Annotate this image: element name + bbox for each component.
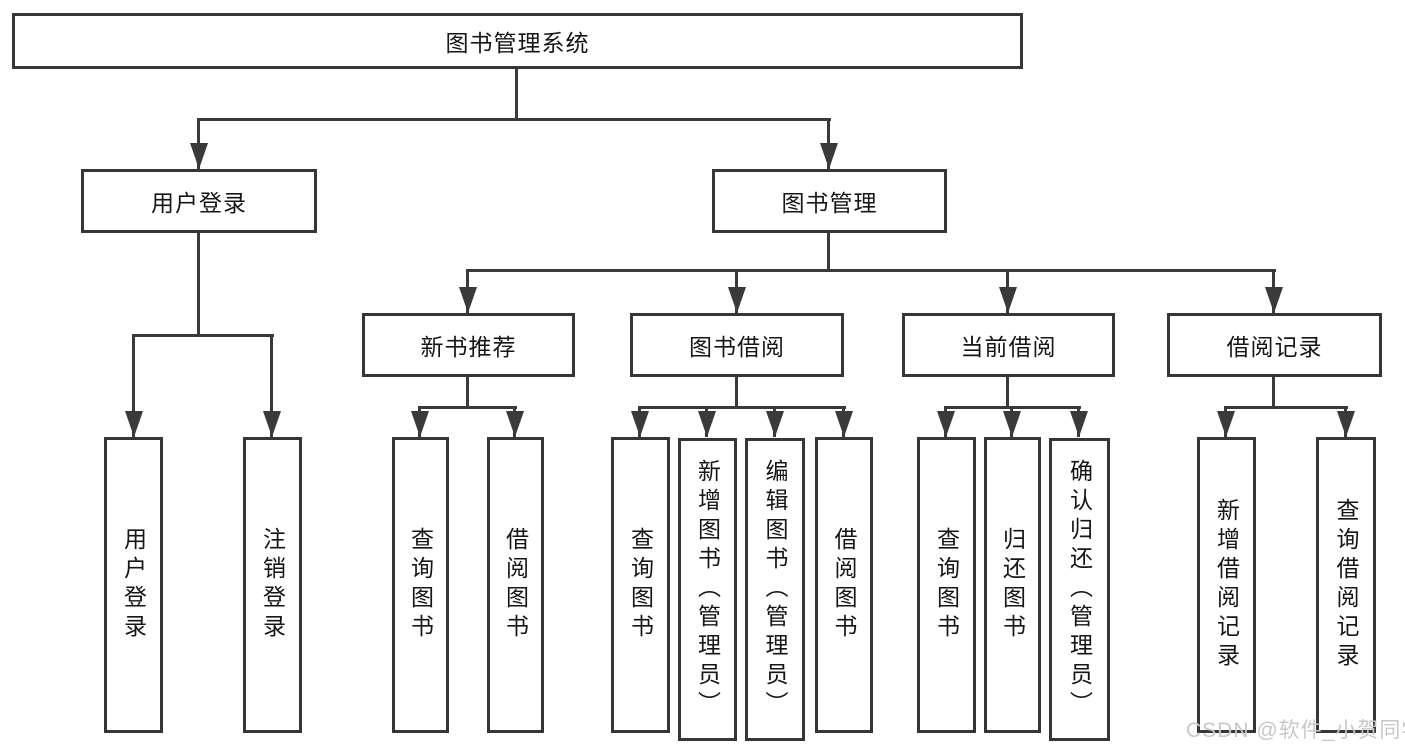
arrow-down-icon xyxy=(1003,411,1021,437)
leaf-confirm-return-admin: 确认归还（管理员） xyxy=(1049,438,1110,741)
leaf-query-books-current: 查询图书 xyxy=(917,437,976,733)
node-book-borrow: 图书借阅 xyxy=(630,313,844,377)
connector-line-h xyxy=(466,269,1276,272)
arrow-down-icon xyxy=(1337,411,1355,437)
connector-line-v xyxy=(132,336,135,437)
leaf-logout: 注销登录 xyxy=(243,437,302,733)
connector-line-v xyxy=(515,68,518,121)
leaf-borrow-books-recommend: 借阅图书 xyxy=(487,437,544,733)
connector-line-v xyxy=(1272,377,1275,408)
arrow-down-icon xyxy=(631,411,649,437)
arrow-down-icon xyxy=(506,411,524,437)
connector-line-h xyxy=(132,334,274,337)
connector-line-v xyxy=(1006,377,1009,408)
csdn-watermark: CSDN @软件_小贺同学 xyxy=(1186,719,1405,742)
leaf-add-borrow-record: 新增借阅记录 xyxy=(1197,437,1256,733)
arrow-down-icon xyxy=(459,287,477,313)
leaf-query-books-recommend: 查询图书 xyxy=(392,437,449,733)
arrow-down-icon xyxy=(937,411,955,437)
arrow-down-icon xyxy=(1070,411,1088,437)
arrow-down-icon xyxy=(728,287,746,313)
leaf-add-books-admin: 新增图书（管理员） xyxy=(678,438,737,741)
connector-line-v xyxy=(827,233,830,271)
connector-line-h xyxy=(197,118,831,121)
leaf-borrow-books-borrow: 借阅图书 xyxy=(815,437,873,733)
leaf-edit-books-admin: 编辑图书（管理员） xyxy=(745,438,805,741)
arrow-down-icon xyxy=(835,411,853,437)
connector-line-h xyxy=(638,406,846,409)
arrow-down-icon xyxy=(190,143,208,169)
arrow-down-icon xyxy=(820,143,838,169)
arrow-down-icon xyxy=(1217,411,1235,437)
arrow-down-icon xyxy=(766,411,784,437)
connector-line-v xyxy=(270,336,273,437)
node-borrow-records: 借阅记录 xyxy=(1167,313,1382,377)
node-book-management: 图书管理 xyxy=(712,169,947,233)
arrow-down-icon xyxy=(999,287,1017,313)
connector-line-v xyxy=(197,233,200,336)
node-library-management-system: 图书管理系统 xyxy=(12,13,1023,69)
arrow-down-icon xyxy=(1265,287,1283,313)
connector-line-h xyxy=(944,406,1081,409)
connector-line-h xyxy=(418,406,517,409)
arrow-down-icon xyxy=(125,411,143,437)
arrow-down-icon xyxy=(411,411,429,437)
leaf-query-books-borrow: 查询图书 xyxy=(611,437,670,733)
node-user-login: 用户登录 xyxy=(81,169,317,233)
node-new-book-recommend: 新书推荐 xyxy=(362,313,575,377)
connector-line-v xyxy=(735,377,738,408)
arrow-down-icon xyxy=(698,411,716,437)
arrow-down-icon xyxy=(263,411,281,437)
leaf-return-books: 归还图书 xyxy=(984,437,1041,733)
node-current-borrow: 当前借阅 xyxy=(902,313,1115,377)
leaf-query-borrow-record: 查询借阅记录 xyxy=(1316,437,1376,733)
connector-line-h xyxy=(1224,406,1348,409)
connector-line-v xyxy=(466,377,469,408)
leaf-user-login: 用户登录 xyxy=(104,437,163,733)
